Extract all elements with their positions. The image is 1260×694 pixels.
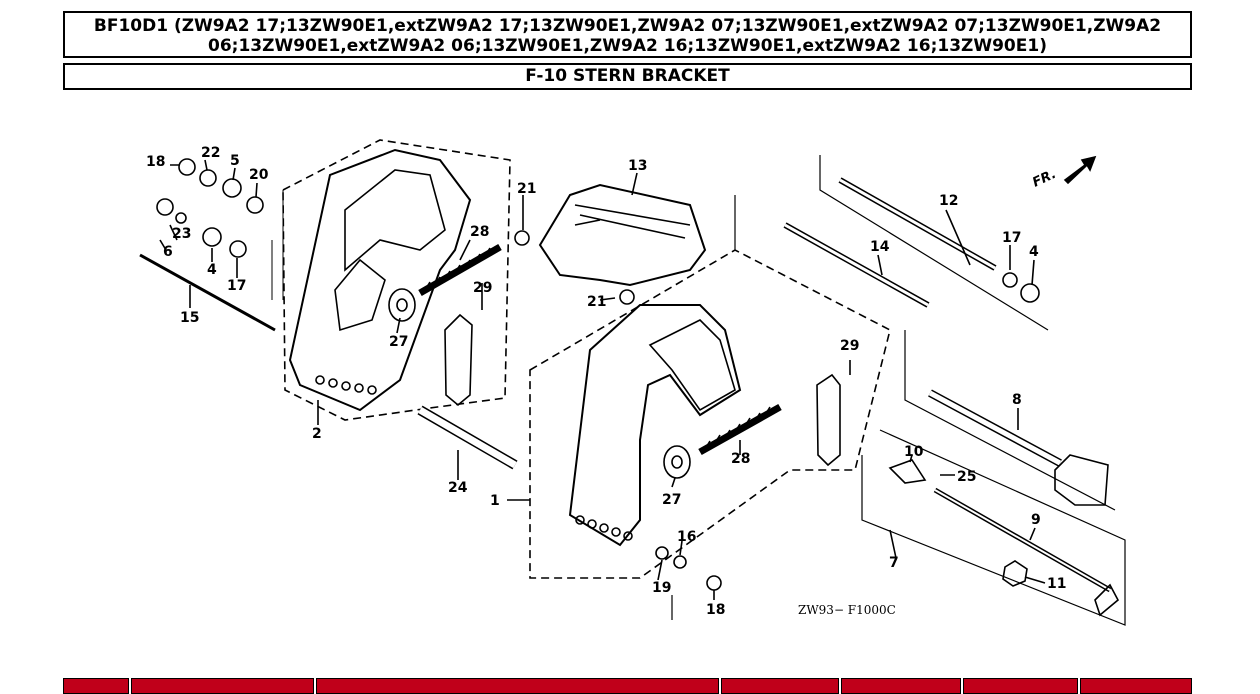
- part-callout[interactable]: 15: [180, 310, 199, 326]
- table-column-header: [63, 678, 129, 694]
- part-callout[interactable]: 29: [840, 338, 859, 354]
- part-callout[interactable]: 29: [473, 280, 492, 296]
- part-callout[interactable]: 4: [207, 262, 217, 278]
- part-callout[interactable]: 11: [1047, 576, 1066, 592]
- part-callout[interactable]: 14: [870, 239, 890, 255]
- part-callout[interactable]: 16: [677, 529, 696, 545]
- part-callout[interactable]: 5: [230, 153, 240, 169]
- part-callout[interactable]: 21: [517, 181, 536, 197]
- part-callout[interactable]: 7: [889, 555, 899, 571]
- part-callout[interactable]: 23: [172, 226, 191, 242]
- direction-label: FR.: [1030, 167, 1058, 191]
- table-column-header: [1080, 678, 1192, 694]
- table-column-header: [963, 678, 1078, 694]
- part-callout[interactable]: 18: [706, 602, 725, 618]
- drawing-code: ZW93− F1000C: [798, 603, 896, 617]
- part-callout[interactable]: 2: [312, 426, 322, 442]
- section-title: F-10 STERN BRACKET: [63, 63, 1192, 90]
- part-callout[interactable]: 17: [227, 278, 246, 294]
- part-callout[interactable]: 19: [652, 580, 671, 596]
- part-callout[interactable]: 18: [146, 154, 165, 170]
- part-callout[interactable]: 17: [1002, 230, 1021, 246]
- part-callout[interactable]: 28: [731, 451, 750, 467]
- model-title: BF10D1 (ZW9A2 17;13ZW90E1,extZW9A2 17;13…: [63, 11, 1192, 58]
- part-callout[interactable]: 21: [587, 294, 606, 310]
- part-callout[interactable]: 9: [1031, 512, 1041, 528]
- part-callout[interactable]: 12: [939, 193, 958, 209]
- part-callout[interactable]: 1: [490, 493, 500, 509]
- part-callout[interactable]: 27: [389, 334, 408, 350]
- table-column-header: [131, 678, 314, 694]
- part-callout[interactable]: 4: [1029, 244, 1039, 260]
- table-column-header: [316, 678, 719, 694]
- part-callout[interactable]: 22: [201, 145, 220, 161]
- part-callout[interactable]: 13: [628, 158, 647, 174]
- table-column-header: [721, 678, 839, 694]
- part-callout[interactable]: 6: [163, 244, 173, 260]
- part-callout[interactable]: 25: [957, 469, 976, 485]
- table-column-header: [841, 678, 961, 694]
- part-callout[interactable]: 10: [904, 444, 924, 460]
- swivel-case: [538, 183, 707, 287]
- part-callout[interactable]: 20: [249, 167, 269, 183]
- part-callout[interactable]: 8: [1012, 392, 1022, 408]
- part-callout[interactable]: 28: [470, 224, 489, 240]
- part-callout[interactable]: 24: [448, 480, 468, 496]
- parts-table-header: [63, 678, 1192, 694]
- stern-bracket-right: [568, 304, 742, 547]
- part-callout[interactable]: 27: [662, 492, 681, 508]
- stern-bracket-left: [288, 148, 472, 412]
